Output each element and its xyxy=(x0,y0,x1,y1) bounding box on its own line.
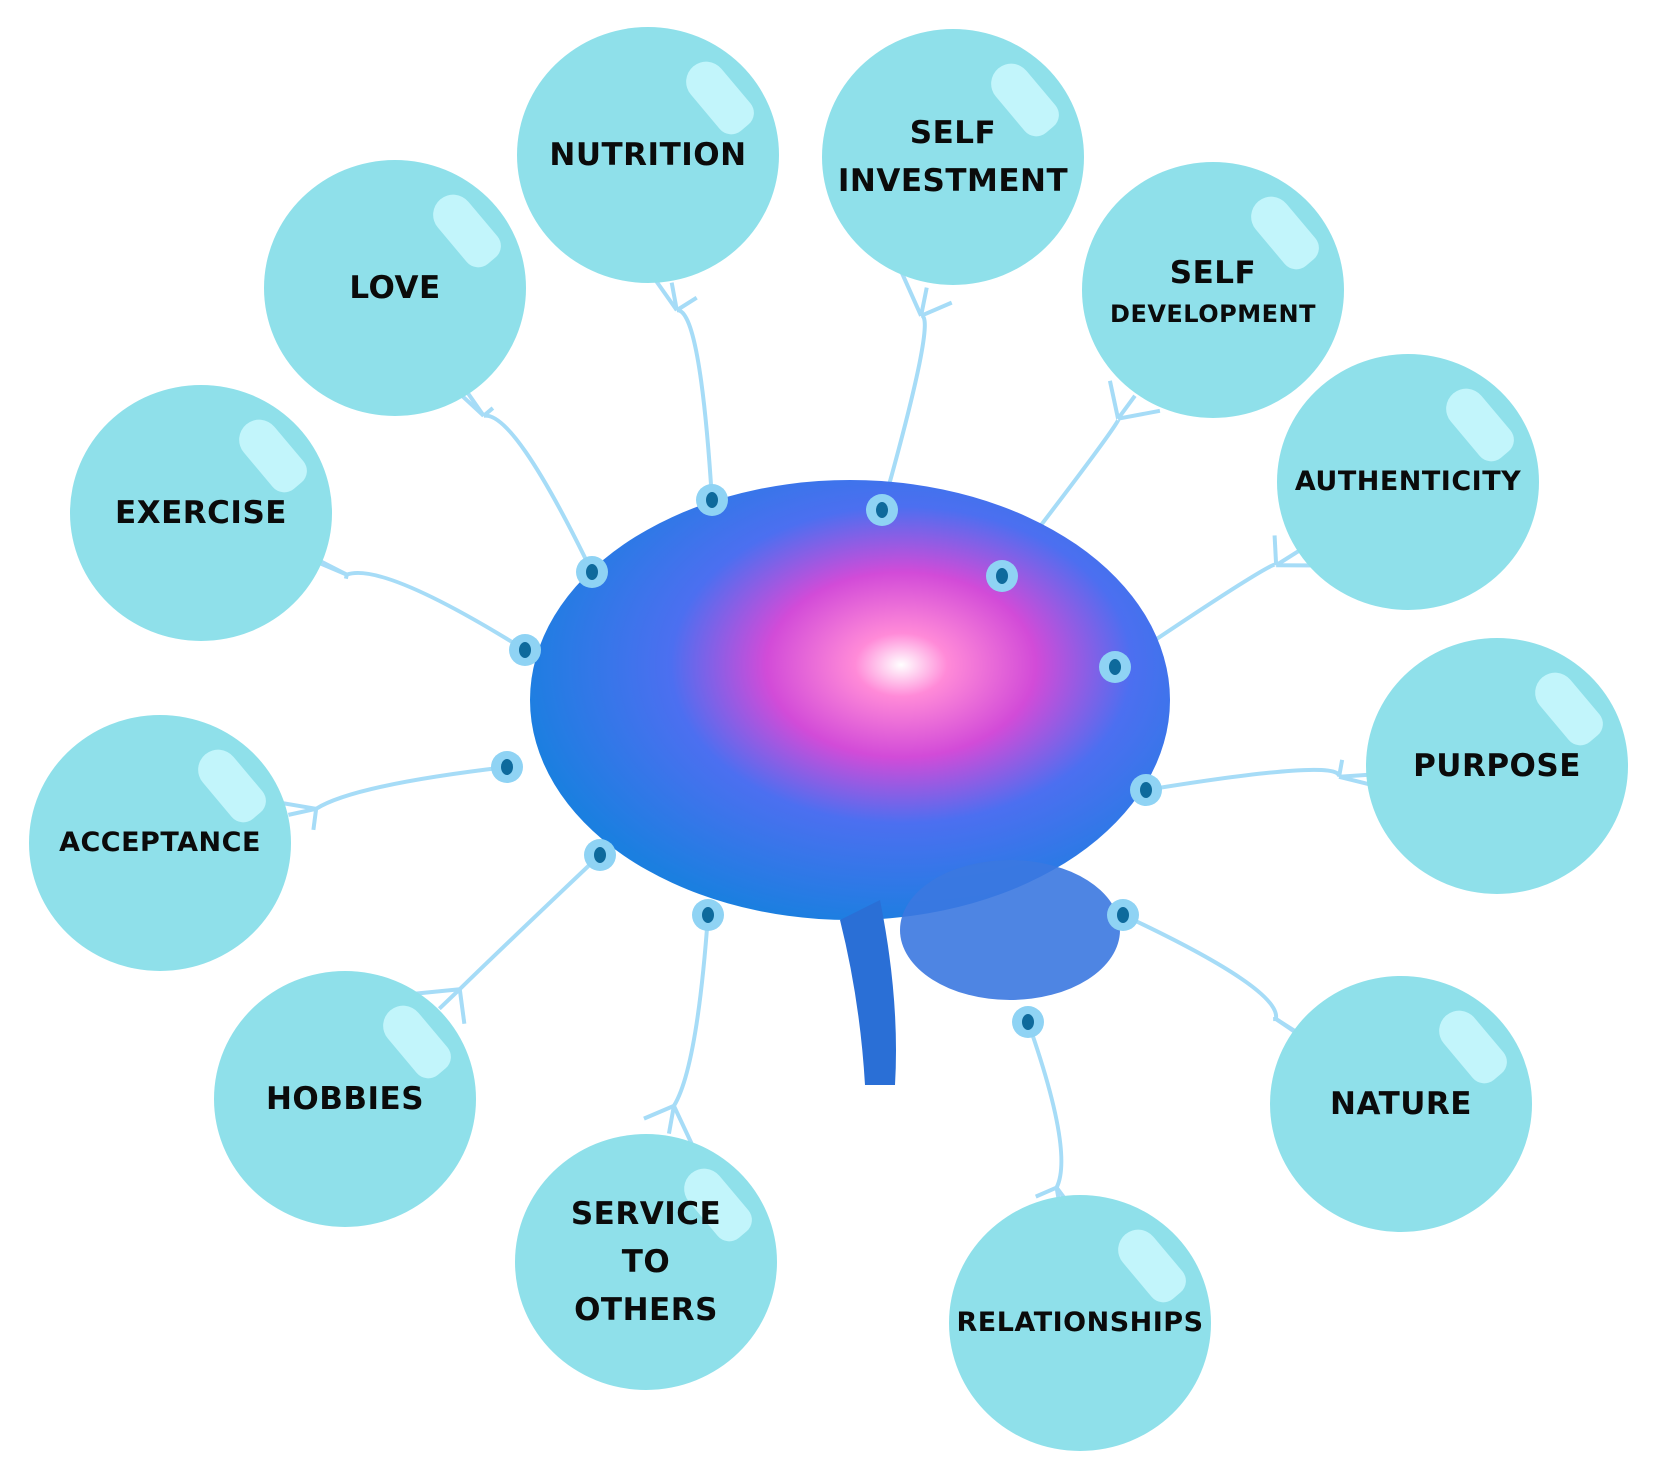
dendrite xyxy=(287,806,317,817)
bubble-label-line: DEVELOPMENT xyxy=(1110,300,1316,328)
bubble-nature: NATURE xyxy=(1270,976,1532,1232)
bubble-service-to-others: SERVICE TO OTHERS xyxy=(515,1134,777,1390)
neuron-axon xyxy=(458,853,602,991)
neuron-nucleus xyxy=(1109,659,1121,675)
dendrite xyxy=(1116,394,1137,420)
bubble-love: LOVE xyxy=(264,160,526,416)
brain-cerebellum xyxy=(900,860,1120,1000)
bubble-label: SELF INVESTMENT xyxy=(838,109,1068,205)
dendrite xyxy=(643,1104,675,1121)
neuron-nucleus xyxy=(594,847,606,863)
dendrite xyxy=(482,406,495,418)
neuron-nucleus xyxy=(876,502,888,518)
dendrite xyxy=(919,287,929,317)
dendrite xyxy=(320,561,348,577)
dendrite xyxy=(1272,535,1279,566)
bubble-label-line: PURPOSE xyxy=(1413,748,1581,784)
bubble-label: NATURE xyxy=(1330,1080,1472,1128)
dendrite xyxy=(666,1105,676,1134)
bubble-hobbies: HOBBIES xyxy=(214,971,476,1227)
bubble-label-line: TO xyxy=(621,1244,671,1280)
neuron-axon xyxy=(346,570,527,652)
bubble-label-line: LOVE xyxy=(349,270,441,306)
dendrite xyxy=(1117,408,1161,421)
neuron-axon xyxy=(315,765,508,811)
neuron-axon xyxy=(880,313,927,511)
bubble-label-line: NUTRITION xyxy=(549,137,747,173)
bubble-label-line: NATURE xyxy=(1330,1086,1472,1122)
neuron-axon xyxy=(1026,1021,1064,1189)
brain-stem xyxy=(840,900,896,1085)
dendrite xyxy=(920,300,953,318)
bubble-label: SERVICE TO OTHERS xyxy=(571,1190,721,1334)
neuron-cells xyxy=(491,484,1162,1038)
bubble-label-line: INVESTMENT xyxy=(837,163,1069,199)
bubble-label: HOBBIES xyxy=(266,1075,424,1123)
brain-cerebrum xyxy=(530,480,1170,920)
bubble-purpose: PURPOSE xyxy=(1366,638,1628,894)
bubble-self-development: SELF DEVELOPMENT xyxy=(1082,162,1344,418)
bubble-label: LOVE xyxy=(349,264,440,312)
neuron-nucleus xyxy=(586,564,598,580)
dendrite xyxy=(1275,548,1301,567)
neuron-axon xyxy=(1145,767,1342,792)
neuron-nucleus xyxy=(1022,1014,1034,1030)
dendrite xyxy=(414,987,460,996)
neuron-axon xyxy=(672,914,710,1107)
bubble-label-line: AUTHENTICITY xyxy=(1294,466,1522,497)
neuron-nucleus xyxy=(706,492,718,508)
bubble-exercise: EXERCISE xyxy=(70,385,332,641)
dendrite xyxy=(1034,1185,1058,1199)
bubble-label-line: SELF xyxy=(909,115,997,151)
dendrite xyxy=(457,988,467,1024)
bubble-label: RELATIONSHIPS xyxy=(956,1299,1203,1347)
dendrite xyxy=(311,808,319,831)
neuron-nucleus xyxy=(519,642,531,658)
dendrite xyxy=(466,391,486,417)
bubble-label: PURPOSE xyxy=(1413,742,1581,790)
bubble-label-line: SERVICE xyxy=(570,1196,722,1232)
bubble-authenticity: AUTHENTICITY xyxy=(1277,354,1539,610)
bubble-nutrition: NUTRITION xyxy=(517,27,779,283)
bubble-label: EXERCISE xyxy=(115,489,287,537)
bubble-label-line: ACCEPTANCE xyxy=(59,827,261,858)
neuron-axon xyxy=(1122,913,1278,1020)
neuron-nucleus xyxy=(1140,782,1152,798)
bubble-label: SELF DEVELOPMENT xyxy=(1110,249,1316,331)
neuron-nucleus xyxy=(501,759,513,775)
bubble-label: NUTRITION xyxy=(549,131,746,179)
bubble-relationships: RELATIONSHIPS xyxy=(949,1195,1211,1451)
dendrite xyxy=(1337,759,1345,778)
bubble-acceptance: ACCEPTANCE xyxy=(29,715,291,971)
neuron-nucleus xyxy=(1117,907,1129,923)
dendrite xyxy=(669,282,679,311)
neuron-nucleus xyxy=(702,907,714,923)
bubble-label-line: EXERCISE xyxy=(115,495,287,531)
bubble-label: AUTHENTICITY xyxy=(1295,458,1521,506)
dendrite xyxy=(437,987,462,1011)
dendrite xyxy=(343,574,349,580)
neuron-nucleus xyxy=(996,568,1008,584)
bubble-label-line: RELATIONSHIPS xyxy=(956,1307,1204,1338)
dendrite xyxy=(675,295,698,312)
bubble-label-line: SELF xyxy=(1169,255,1257,291)
bubble-label: ACCEPTANCE xyxy=(59,819,261,867)
dendrite xyxy=(899,271,923,317)
dendrite xyxy=(1107,380,1121,420)
neuron-axon xyxy=(483,413,594,573)
neuron-axon xyxy=(676,308,714,501)
bubble-label-line: OTHERS xyxy=(574,1292,718,1328)
bubble-self-investment: SELF INVESTMENT xyxy=(822,29,1084,285)
bubble-label-line: HOBBIES xyxy=(265,1081,425,1117)
